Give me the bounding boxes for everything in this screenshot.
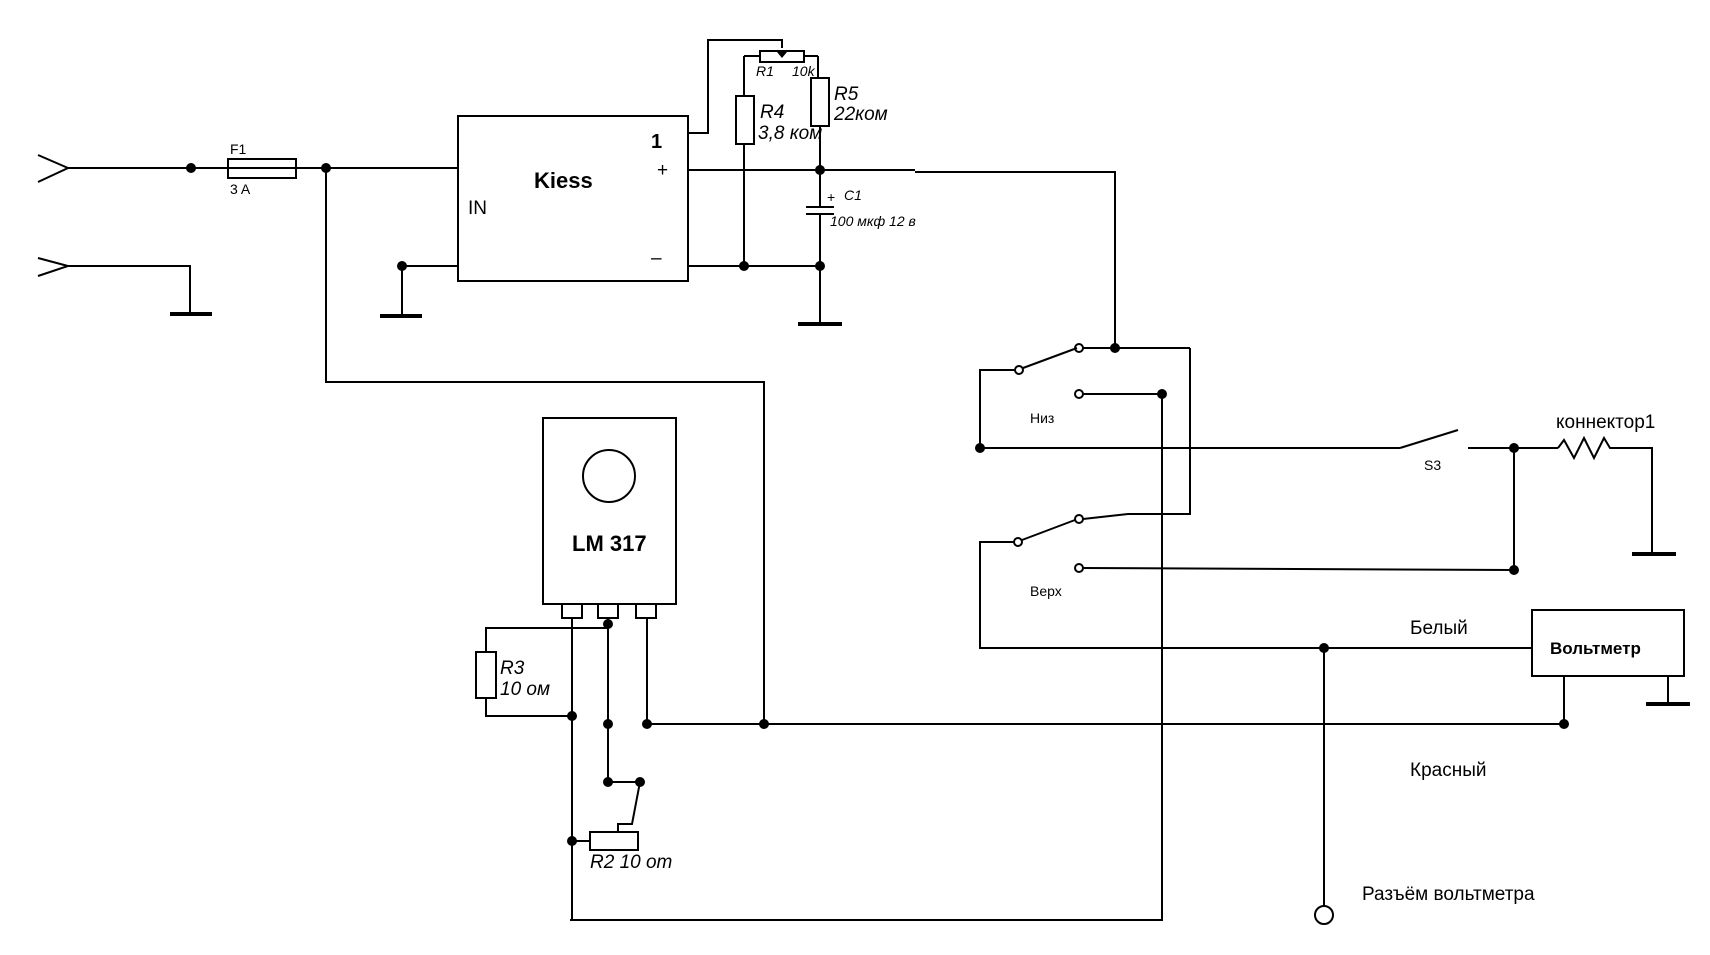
- wire-label-red: Красный: [1410, 760, 1486, 781]
- kiess-in-label: IN: [468, 198, 487, 219]
- fuse-value: 3 A: [230, 181, 251, 197]
- kiess-minus-label: –: [651, 248, 662, 269]
- r1-ref: R1: [756, 63, 774, 79]
- r5-value: 22ком: [833, 104, 888, 125]
- input-terminal-top: [37, 154, 228, 183]
- kiess-module: Kiess 1 IN + –: [457, 115, 689, 282]
- lm317-label: LM 317: [572, 531, 647, 556]
- switch-high-label: Верх: [1030, 583, 1062, 599]
- r2-label: R2 10 оm: [590, 852, 672, 873]
- input-terminal-bottom: [37, 257, 191, 314]
- r1-value: 10k: [792, 63, 816, 79]
- resistor-r4: R4 3,8 ком: [735, 95, 822, 145]
- kiess-pin-1: 1: [651, 131, 662, 153]
- kiess-title: Kiess: [534, 168, 593, 193]
- connector-1: коннектор1: [1556, 412, 1655, 554]
- resistor-r3: R3 10 ом: [475, 627, 608, 717]
- resistor-r2: R2 10 оm: [572, 781, 672, 873]
- lm317-regulator: LM 317: [542, 417, 677, 619]
- wire-label-white: Белый: [1410, 618, 1468, 639]
- fuse-f1: F1 3 A: [227, 141, 297, 197]
- voltmeter-socket: [1314, 905, 1334, 925]
- s3-ref: S3: [1424, 457, 1441, 473]
- connector-label: коннектор1: [1556, 412, 1655, 433]
- capacitor-c1: + C1 100 мкф 12 в: [806, 170, 916, 324]
- r3-ref: R3: [500, 658, 525, 679]
- kiess-plus-label: +: [657, 160, 668, 181]
- c1-ref: C1: [844, 187, 862, 203]
- fuse-ref: F1: [230, 141, 247, 157]
- r4-value: 3,8 ком: [758, 123, 822, 144]
- voltmeter-socket-label: Разъём вольтметра: [1362, 884, 1535, 905]
- potentiometer-r1: R1 10k: [744, 50, 818, 79]
- r3-value: 10 ом: [500, 679, 550, 700]
- switch-low: Низ: [1014, 343, 1084, 426]
- r5-ref: R5: [834, 84, 859, 105]
- switch-s3: S3: [1399, 429, 1459, 473]
- resistor-r5: R5 22ком: [810, 77, 888, 127]
- voltmeter-label: Вольтметр: [1550, 639, 1641, 658]
- c1-polarity: +: [827, 189, 835, 205]
- switch-low-label: Низ: [1030, 410, 1054, 426]
- switch-high: Верх: [1013, 514, 1084, 599]
- voltmeter: Вольтметр: [1531, 609, 1685, 677]
- r4-ref: R4: [760, 102, 784, 123]
- c1-value: 100 мкф 12 в: [830, 213, 916, 229]
